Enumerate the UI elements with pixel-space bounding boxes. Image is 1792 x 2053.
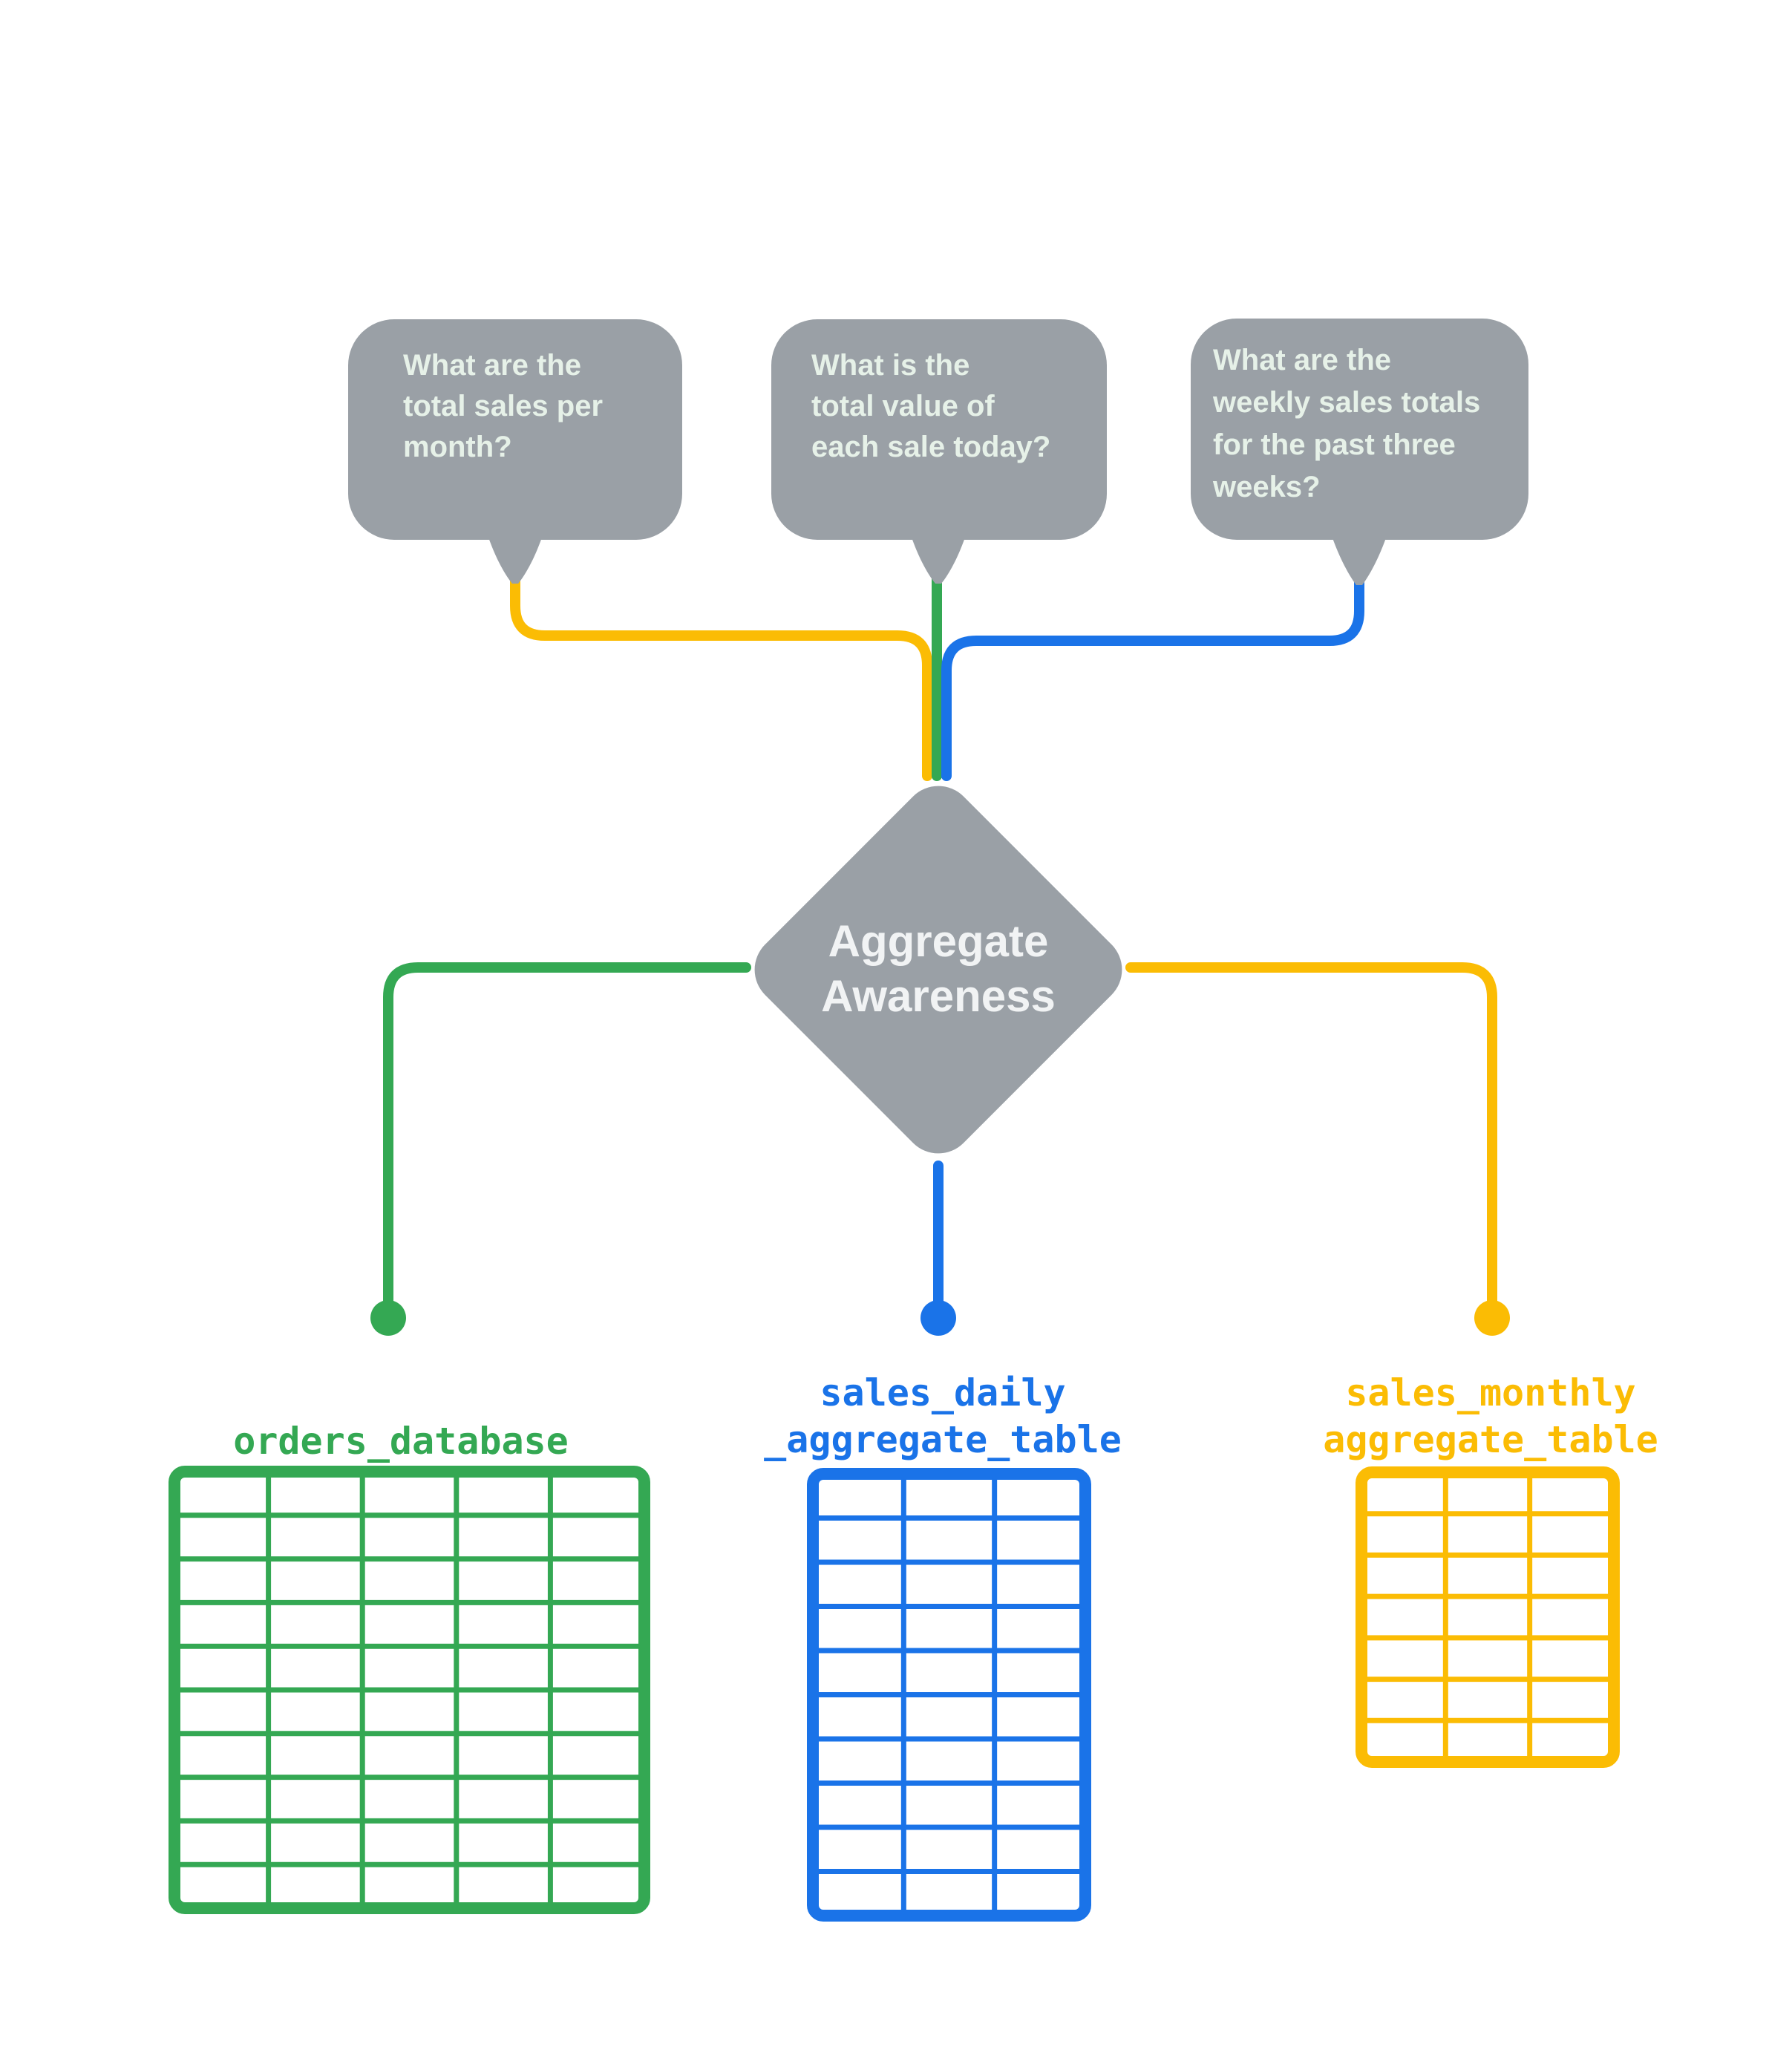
diamond-text-line: Awareness	[821, 971, 1056, 1021]
connector-monthly-question-line	[510, 574, 932, 781]
table-grid-orders-database	[169, 1466, 650, 1914]
bubble-shape	[771, 319, 1107, 540]
table-labels: orders_database sales_daily _aggregate_t…	[233, 1371, 1658, 1463]
bubble-text-line: weekly sales totals	[1212, 386, 1480, 419]
table-grid-sales-monthly-aggregate	[1356, 1466, 1620, 1768]
bubble-shape	[1191, 319, 1528, 540]
bubble-text-line: weeks?	[1212, 471, 1321, 503]
bubble-tail	[1330, 532, 1388, 585]
endpoint-dot-orders-database	[370, 1300, 406, 1336]
diamond-shape	[754, 786, 1122, 1154]
connector-orders-database-line	[383, 962, 751, 1312]
bubble-text-line: total value of	[811, 390, 995, 422]
table-label-orders-database: orders_database	[233, 1420, 569, 1463]
bubble-tail	[486, 531, 544, 584]
bubble-tail	[909, 531, 967, 584]
bubble-text-line: What is the	[811, 349, 969, 382]
question-bubble-daily-sales: What is the total value of each sale tod…	[771, 319, 1107, 584]
bubble-text-line: for the past three	[1213, 428, 1456, 461]
bubble-text-line: month?	[403, 431, 512, 463]
bubble-text-line: What are the	[1213, 344, 1391, 376]
table-label-sales-monthly-line1: sales_monthly	[1345, 1371, 1635, 1414]
question-bubble-weekly-sales: What are the weekly sales totals for the…	[1191, 319, 1528, 585]
bubble-text-line: each sale today?	[811, 431, 1050, 463]
endpoint-dot-monthly-table	[1474, 1300, 1510, 1336]
connector-weekly-question-line	[941, 575, 1364, 781]
connectors-top	[510, 574, 1364, 781]
table-border	[1356, 1466, 1620, 1768]
table-label-sales-daily-line1: sales_daily	[820, 1371, 1065, 1414]
table-border	[169, 1466, 650, 1914]
aggregate-awareness-node: Aggregate Awareness	[754, 786, 1122, 1154]
table-label-sales-monthly-line2: aggregate_table	[1323, 1418, 1658, 1461]
endpoint-dot-daily-table	[920, 1300, 956, 1336]
connectors-bottom	[370, 962, 1510, 1336]
bubble-text-line: total sales per	[403, 390, 603, 422]
bubble-shape	[348, 319, 682, 540]
connector-monthly-table-line	[1125, 962, 1497, 1312]
table-label-sales-daily-line2: _aggregate_table	[764, 1418, 1122, 1461]
question-bubble-monthly-sales: What are the total sales per month?	[348, 319, 682, 584]
bubble-text-line: What are the	[403, 349, 581, 382]
diamond-text-line: Aggregate	[828, 916, 1049, 966]
table-grid-sales-daily-aggregate	[807, 1468, 1091, 1922]
table-border	[807, 1468, 1091, 1922]
